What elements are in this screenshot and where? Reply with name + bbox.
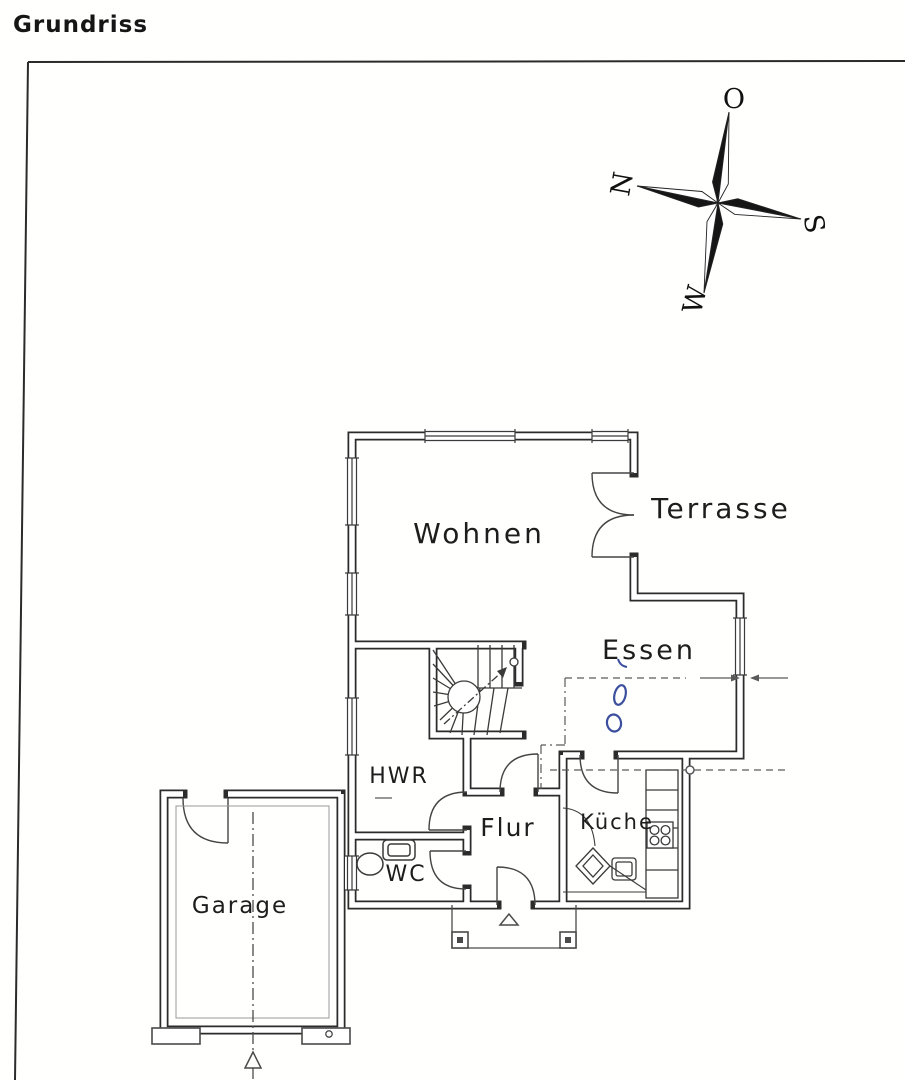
terrace-french-door	[591, 472, 635, 558]
toilet	[356, 852, 384, 876]
page-title: Grundriss	[13, 12, 149, 38]
kitchen-door	[579, 754, 619, 794]
room-label-wc: WC	[385, 862, 426, 887]
window-symbol	[345, 855, 359, 891]
entrance-porch	[451, 905, 577, 949]
wc-door	[429, 850, 467, 890]
room-label-flur: Flur	[480, 813, 535, 842]
walls-core	[161, 433, 743, 1033]
window-symbol	[733, 617, 747, 676]
compass-letter-west: W	[677, 282, 714, 317]
garage-arrow-icon	[243, 1050, 263, 1069]
window-symbol	[345, 457, 359, 526]
wc-fixtures	[356, 839, 416, 876]
compass-letter-east: O	[723, 84, 745, 115]
stove	[646, 821, 674, 849]
compass-letter-north: N	[605, 170, 640, 199]
page-frame	[14, 60, 905, 1080]
room-label-kueche: Küche	[580, 810, 654, 834]
room-label-garage: Garage	[192, 893, 288, 919]
doors	[182, 472, 635, 906]
room-label-essen: Essen	[602, 635, 696, 666]
staircase	[432, 645, 522, 736]
compass-letter-south: S	[797, 212, 831, 236]
washbasin	[382, 839, 416, 861]
compass-rose-icon: O N S W	[605, 84, 830, 317]
room-label-wohnen: Wohnen	[413, 517, 545, 550]
kitchen-fixtures	[562, 769, 679, 899]
porch-pillar	[559, 931, 577, 949]
window-symbol	[424, 429, 516, 443]
room-label-terrasse: Terrasse	[650, 492, 791, 525]
front-door	[496, 866, 536, 906]
dashed-guides	[375, 674, 788, 799]
window-symbol	[591, 429, 629, 443]
entrance-arrow-icon	[498, 912, 520, 926]
window-symbol	[345, 572, 359, 616]
hwr-door	[428, 791, 468, 831]
room-label-hwr: HWR	[369, 764, 429, 789]
sink	[575, 847, 637, 885]
garage-details	[151, 805, 351, 1079]
window-symbol	[345, 697, 359, 756]
porch-pillar	[451, 931, 469, 949]
room-labels: Wohnen Terrasse Essen HWR Flur Küche WC …	[192, 492, 791, 919]
garage-door	[182, 797, 229, 844]
pen-annotation-marks	[605, 658, 628, 733]
windows	[345, 429, 747, 891]
hall-north-door	[499, 753, 539, 793]
